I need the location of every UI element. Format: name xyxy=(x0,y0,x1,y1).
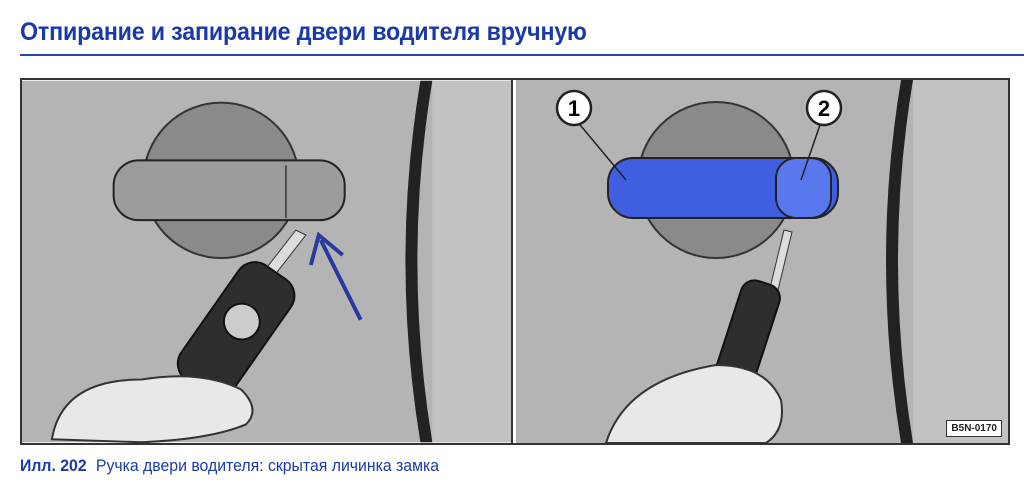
arrow-icon xyxy=(308,231,363,321)
illustration-panel-cover-removal: 1 2 B5N-0170 xyxy=(516,80,1008,443)
caption-number: Илл. 202 xyxy=(20,456,87,475)
figure-caption: Илл. 202 Ручка двери водителя: скрытая ли… xyxy=(20,456,439,476)
door-handle-key-illustration xyxy=(22,80,511,443)
svg-text:2: 2 xyxy=(818,96,830,121)
svg-text:1: 1 xyxy=(568,96,580,121)
caption-text: Ручка двери водителя: скрытая личинка за… xyxy=(95,456,440,475)
illustration-figure: 1 2 B5N-0170 xyxy=(20,78,1010,445)
title-divider xyxy=(20,54,1024,56)
callout-1: 1 xyxy=(555,89,627,181)
door-handle-highlighted-illustration: 1 2 xyxy=(516,80,1008,443)
callout-2: 2 xyxy=(800,89,843,181)
illustration-panel-unlock xyxy=(22,80,513,443)
page-title: Отпирание и запирание двери водителя вру… xyxy=(20,18,587,46)
image-code: B5N-0170 xyxy=(946,420,1002,437)
